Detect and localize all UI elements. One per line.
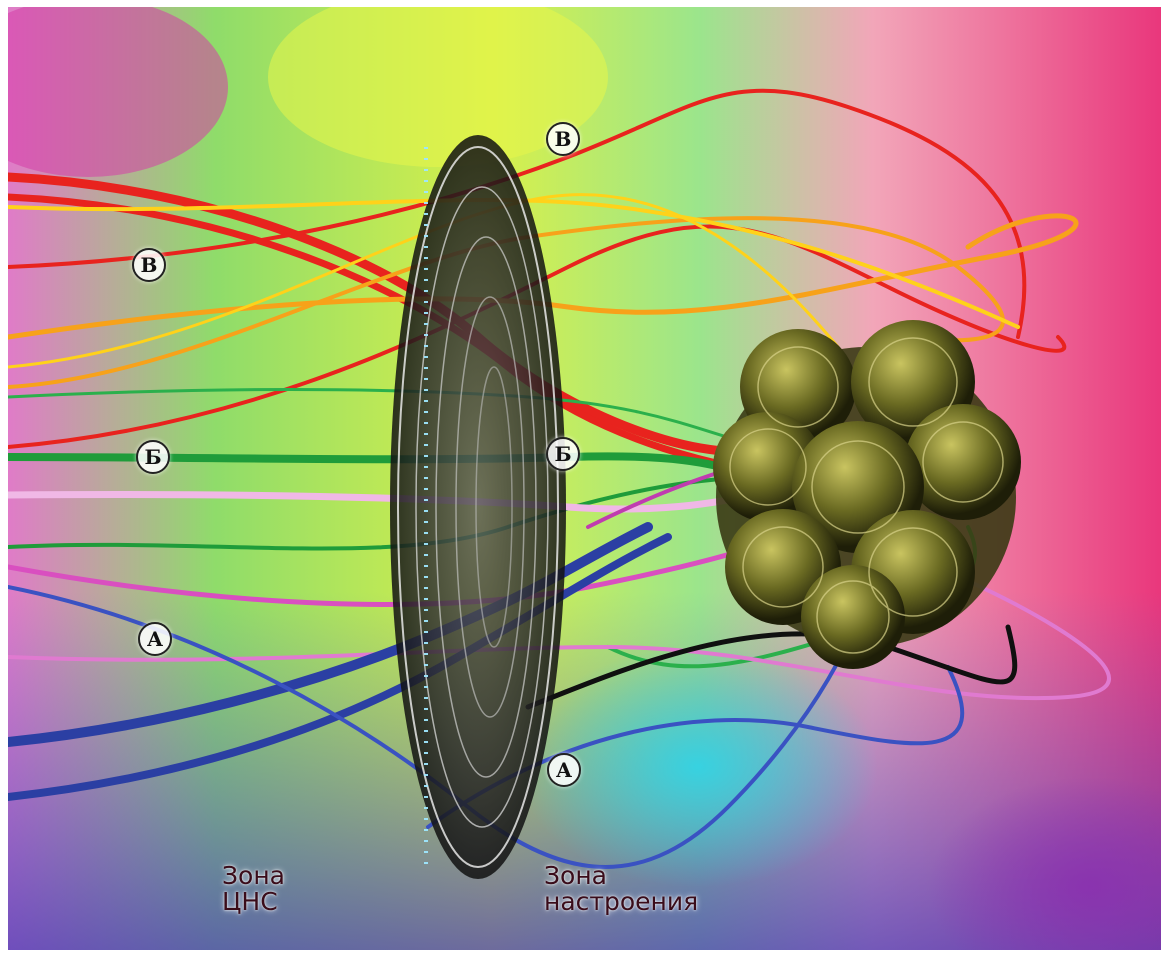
strand-v-3: [8, 88, 1027, 339]
marker-a-bottom: А: [547, 753, 581, 787]
lens-disc: [390, 135, 566, 879]
lens-ring-2: [415, 186, 549, 828]
marker-v-top: В: [546, 122, 580, 156]
marker-v-left: В: [132, 248, 166, 282]
background-glow-magenta: [8, 7, 228, 177]
cluster-rings: [729, 337, 1004, 654]
background-glow-cyan: [518, 647, 878, 887]
zone-cns-line1: Зона: [222, 861, 285, 890]
scene-artwork: [8, 7, 1161, 950]
illustration-scene: В В Б Б А А Зона ЦНС Зона настроения: [8, 7, 1161, 950]
marker-a-left: А: [138, 622, 172, 656]
cluster-sphere-4: [905, 404, 1021, 520]
lens-ring-outer: [397, 146, 559, 868]
marker-b-left: Б: [136, 440, 170, 474]
background-glow-lime: [268, 7, 608, 167]
strand-pink-3: [8, 555, 1111, 701]
strand-v-7: [8, 197, 1020, 329]
marker-b-mid: Б: [546, 437, 580, 471]
cluster-sphere-8: [801, 565, 905, 669]
zone-cns-label: Зона ЦНС: [222, 863, 285, 915]
lens-ring-4: [455, 296, 525, 718]
zone-mood-line1: Зона: [544, 861, 607, 890]
zone-mood-line2: настроения: [544, 887, 699, 916]
strand-v-5: [8, 213, 1079, 340]
zone-cns-line2: ЦНС: [222, 887, 278, 916]
background-glow-purple: [928, 777, 1161, 950]
strand-a-3: [8, 565, 870, 869]
lens-ring-3: [435, 236, 537, 778]
strand-v-4: [8, 224, 1067, 449]
lens-ring-5: [475, 366, 513, 648]
zone-mood-label: Зона настроения: [544, 863, 698, 915]
sphere-cluster: [713, 320, 1021, 669]
